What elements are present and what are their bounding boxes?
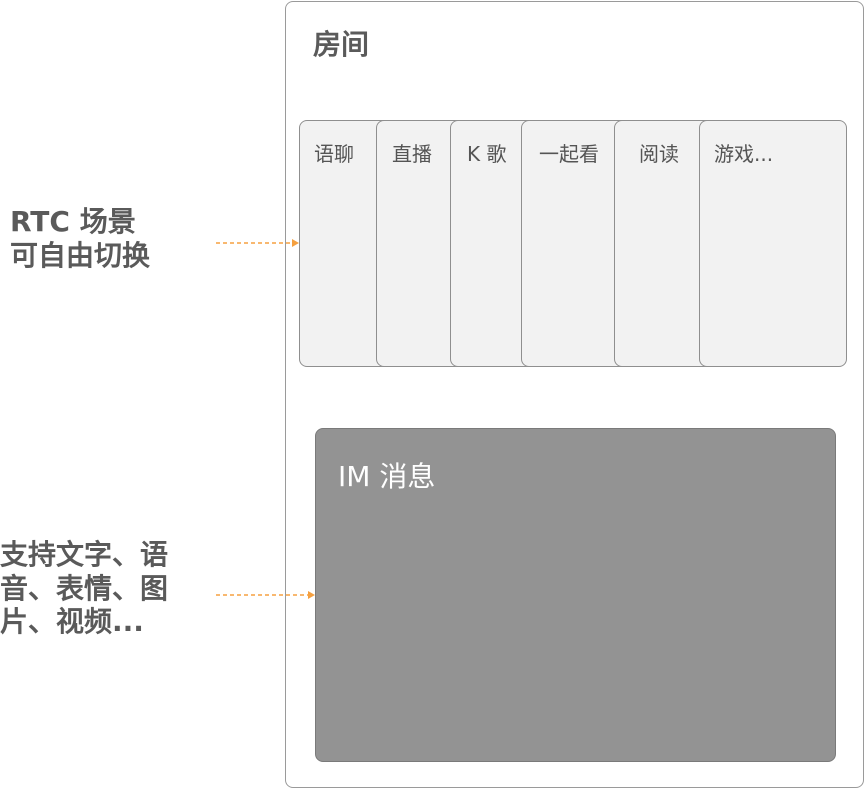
scene-label: 游戏...: [714, 142, 774, 166]
scene-card-games[interactable]: 游戏...: [699, 120, 847, 367]
im-message-label: IM 消息: [338, 460, 436, 493]
scene-label: 语聊: [314, 142, 354, 166]
im-arrow: [216, 591, 315, 599]
scene-label: K 歌: [467, 142, 507, 166]
rtc-note-line: 可自由切换: [10, 238, 151, 272]
scene-label: 一起看: [539, 142, 599, 166]
im-note-line: 支持文字、语: [0, 538, 169, 571]
scene-label: 阅读: [639, 142, 679, 166]
rtc-arrow: [216, 239, 299, 247]
im-note-line: 音、表情、图: [0, 571, 169, 605]
im-support-note: 支持文字、语 音、表情、图 片、视频...: [0, 538, 168, 639]
im-message-panel[interactable]: [315, 428, 836, 762]
im-note-line: 片、视频...: [0, 605, 144, 639]
rtc-scene-note: RTC 场景 可自由切换: [10, 205, 150, 272]
rtc-note-line: RTC 场景: [10, 205, 136, 238]
scene-label: 直播: [392, 142, 432, 166]
room-title: 房间: [313, 28, 370, 61]
